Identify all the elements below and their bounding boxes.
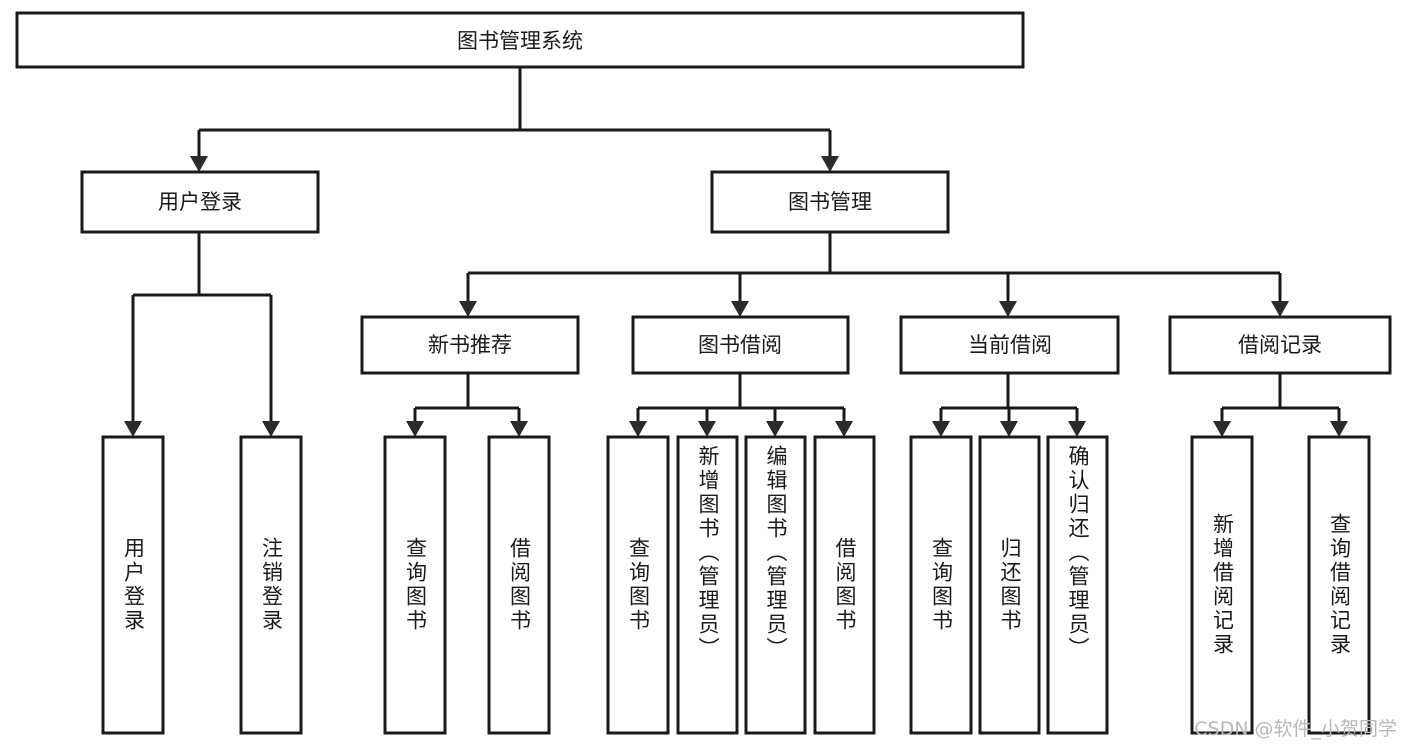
node-book-borrow-box[interactable] — [631, 315, 850, 375]
arrowhead-leaf-query-book-3 — [932, 421, 950, 437]
node-borrow-record[interactable]: 借阅记录 — [1168, 315, 1392, 375]
connector-group-new-book-recommend — [406, 373, 528, 437]
connector-group-book-borrow — [629, 373, 853, 437]
arrowhead-leaf-edit-book — [766, 421, 784, 437]
arrowhead-leaf-confirm-return — [1068, 421, 1086, 437]
connector-group-book-management — [459, 232, 1289, 317]
node-current-borrow[interactable]: 当前借阅 — [899, 315, 1120, 375]
arrowhead-leaf-query-book-2 — [629, 421, 647, 437]
node-borrow-record-label: 借阅记录 — [1238, 333, 1322, 357]
node-borrow-record-box[interactable] — [1168, 315, 1392, 375]
arrowhead-book-borrow — [731, 301, 749, 317]
node-leaf-query-book-1-box[interactable] — [383, 435, 447, 735]
node-leaf-query-book-2-box[interactable] — [606, 435, 670, 735]
node-root-box[interactable] — [15, 11, 1025, 69]
arrowhead-leaf-borrow-book-2 — [835, 421, 853, 437]
node-user-login-label: 用户登录 — [158, 190, 242, 214]
node-leaf-logout-box[interactable] — [239, 435, 303, 735]
arrowhead-borrow-record — [1271, 301, 1289, 317]
node-new-book-recommend-box[interactable] — [360, 315, 580, 375]
node-leaf-borrow-book-1-box[interactable] — [487, 435, 551, 735]
node-leaf-query-book-3-box[interactable] — [909, 435, 973, 735]
node-leaf-query-record-box[interactable] — [1307, 435, 1371, 735]
node-book-management-label: 图书管理 — [788, 190, 872, 214]
arrowhead-new-book-recommend — [459, 301, 477, 317]
arrowhead-leaf-return-book — [1000, 421, 1018, 437]
connector-group-borrow-record — [1213, 373, 1348, 437]
arrowhead-user-login — [190, 156, 208, 172]
connector-group-user-login — [124, 232, 280, 437]
connector-group-current-borrow — [932, 373, 1086, 437]
arrowhead-leaf-query-record — [1330, 421, 1348, 437]
arrowhead-leaf-add-record — [1213, 421, 1231, 437]
node-root-label: 图书管理系统 — [457, 29, 583, 53]
node-leaf-confirm-return-box[interactable] — [1046, 435, 1109, 735]
node-leaf-borrow-book-2-box[interactable] — [813, 435, 876, 735]
node-current-borrow-box[interactable] — [899, 315, 1120, 375]
node-book-management[interactable]: 图书管理 — [710, 170, 950, 234]
node-book-management-box[interactable] — [710, 170, 950, 234]
arrowhead-leaf-logout — [262, 421, 280, 437]
node-root[interactable]: 图书管理系统 — [15, 11, 1025, 69]
node-leaf-add-book-box[interactable] — [676, 435, 739, 735]
arrowhead-leaf-query-book-1 — [406, 421, 424, 437]
node-book-borrow[interactable]: 图书借阅 — [631, 315, 850, 375]
arrowhead-leaf-user-login — [124, 421, 142, 437]
node-new-book-recommend[interactable]: 新书推荐 — [360, 315, 580, 375]
connector-group-root — [190, 67, 839, 172]
node-new-book-recommend-label: 新书推荐 — [428, 333, 512, 357]
node-user-login[interactable]: 用户登录 — [80, 170, 320, 234]
node-leaf-return-book-box[interactable] — [978, 435, 1041, 735]
node-leaf-user-login-box[interactable] — [101, 435, 165, 735]
node-current-borrow-label: 当前借阅 — [968, 333, 1052, 357]
arrowhead-leaf-borrow-book-1 — [510, 421, 528, 437]
arrowhead-leaf-add-book — [698, 421, 716, 437]
watermark-text: CSDN @软件_小贺同学 — [1194, 718, 1397, 740]
arrowhead-current-borrow — [999, 301, 1017, 317]
node-user-login-box[interactable] — [80, 170, 320, 234]
node-book-borrow-label: 图书借阅 — [698, 333, 782, 357]
node-leaf-edit-book-box[interactable] — [744, 435, 807, 735]
arrowhead-book-management — [821, 156, 839, 172]
node-leaf-add-record-box[interactable] — [1190, 435, 1254, 735]
